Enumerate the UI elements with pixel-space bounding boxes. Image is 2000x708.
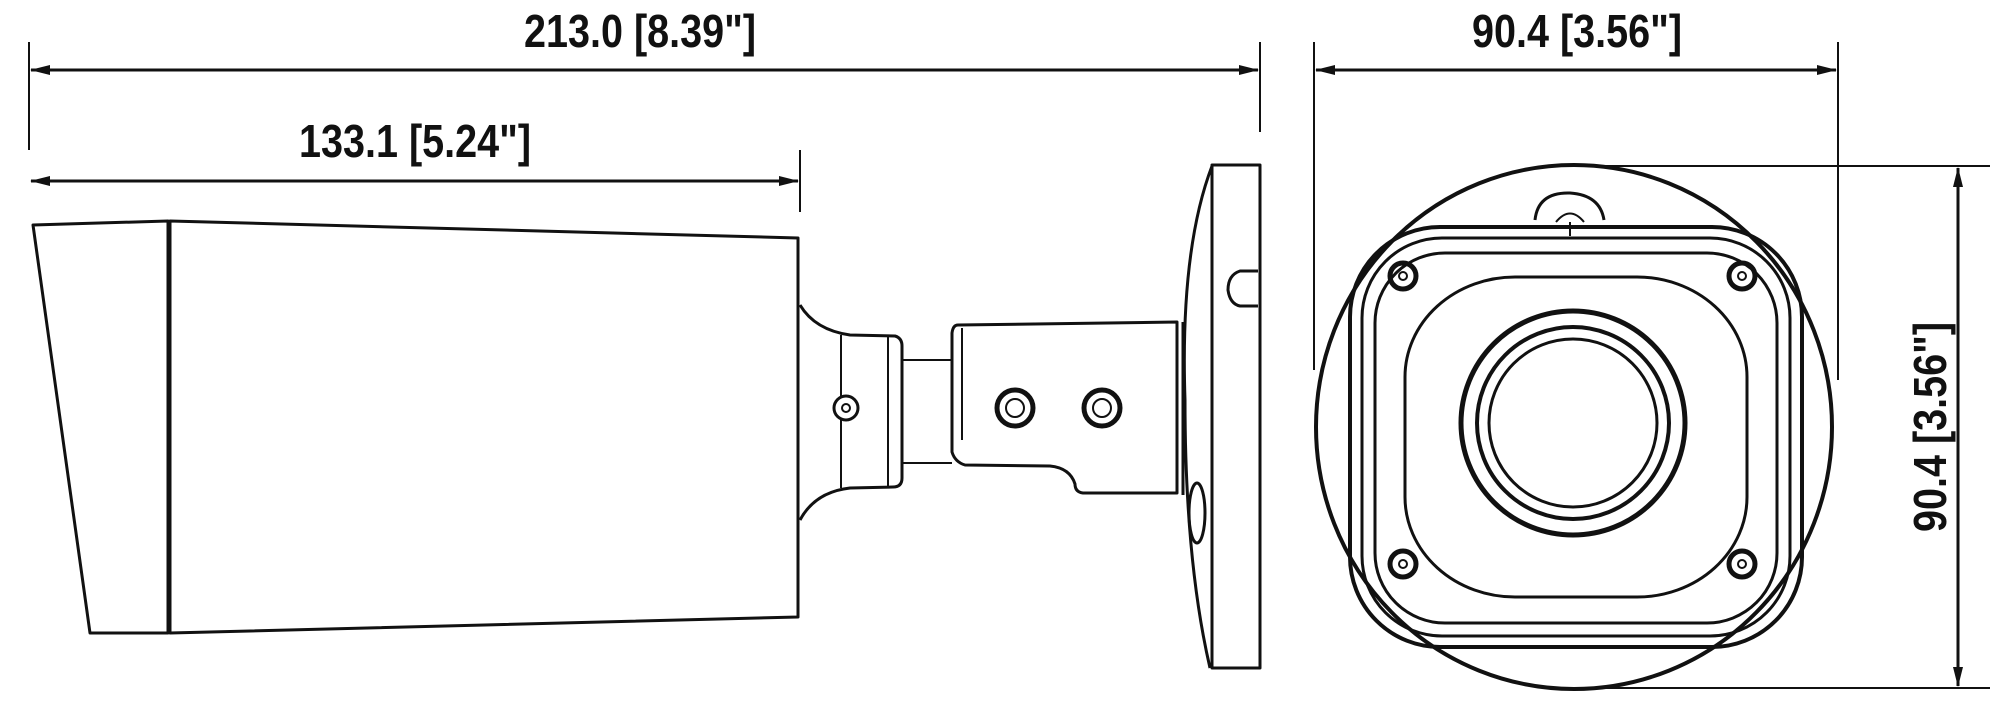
camera-side-view: [31, 163, 1262, 670]
wall-plate-curve: [1182, 165, 1214, 669]
body-length-dimension: [30, 150, 801, 212]
width-dimension: [1313, 42, 1839, 380]
lens-ring-inner: [1475, 325, 1671, 521]
outer-housing: [1314, 163, 1834, 691]
front-bezel-outer: [1348, 225, 1804, 649]
wall-plate: [1210, 163, 1262, 670]
lens-surround: [1403, 275, 1749, 599]
lens-ring-outer: [1458, 308, 1688, 538]
mount-bracket: [950, 320, 1179, 495]
mount-tab: [1533, 191, 1606, 221]
mount-neck: [798, 304, 904, 521]
height-dimension: [1565, 165, 1990, 689]
lens: [1487, 337, 1659, 509]
bezel-screws: [1387, 260, 1758, 580]
front-hood: [31, 219, 170, 635]
front-height-label: 90.4 [3.56"]: [1904, 321, 1956, 533]
camera-front-view: [1314, 163, 1834, 691]
front-bezel-inner: [1360, 236, 1792, 638]
body-length-label: 133.1 [5.24"]: [298, 115, 532, 167]
camera-body: [168, 219, 800, 635]
overall-length-dimension: [28, 42, 1261, 150]
front-width-label: 90.4 [3.56"]: [1471, 5, 1683, 57]
front-bezel-plate: [1373, 251, 1779, 625]
overall-length-label: 213.0 [8.39"]: [523, 5, 757, 57]
